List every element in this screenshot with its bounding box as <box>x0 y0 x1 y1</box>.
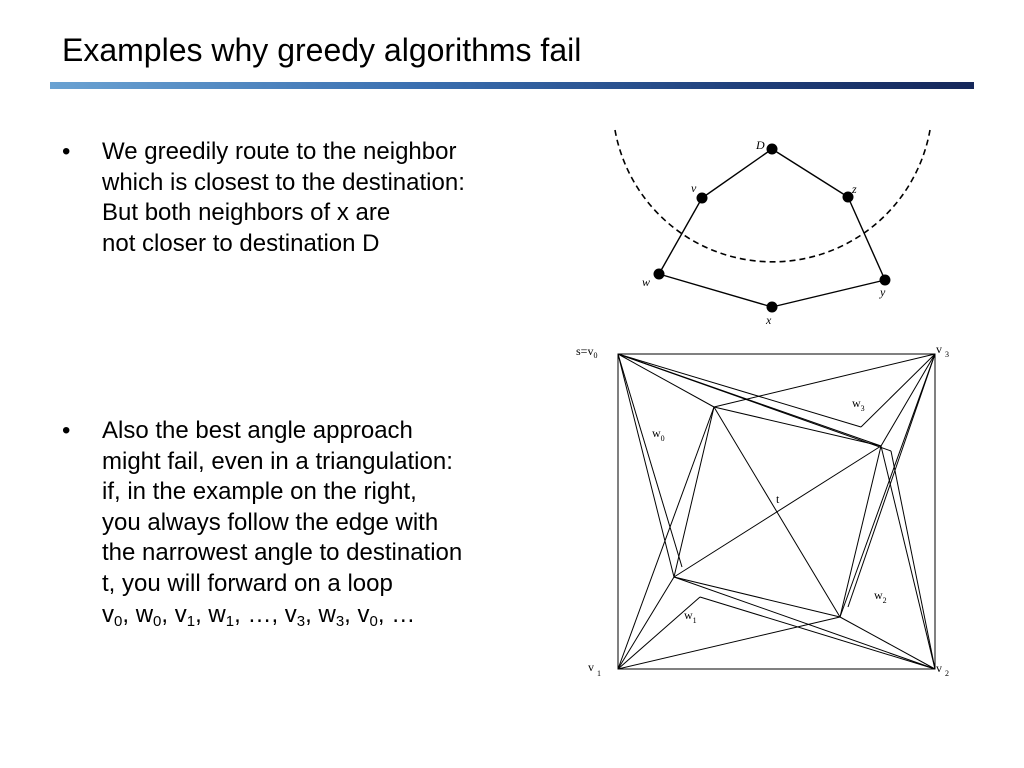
label-w2: w2 <box>874 588 887 605</box>
loop-separator: , <box>344 600 358 628</box>
label-D: D <box>755 138 765 152</box>
loop-separator: , <box>377 600 392 628</box>
edge <box>617 353 715 408</box>
bullet-line: t, you will forward on a loop <box>102 569 393 597</box>
edge <box>673 576 841 618</box>
edge-v-w <box>658 197 703 275</box>
edge <box>617 406 715 670</box>
edge <box>673 445 882 578</box>
edge <box>673 406 715 578</box>
label-z: z <box>851 182 857 196</box>
label-w: w <box>642 275 650 289</box>
node-D <box>766 143 778 155</box>
title-underline-bar <box>50 82 974 89</box>
bullet-line: not closer to destination D <box>102 229 380 257</box>
bullet-text: We greedily route to the neighbor which … <box>102 137 552 259</box>
loop-separator: , <box>122 600 136 628</box>
loop-item: w0 <box>135 600 162 630</box>
edge <box>617 616 841 670</box>
edge-z-y <box>847 196 886 281</box>
dashed-circle-arc <box>614 129 931 263</box>
edge <box>880 445 936 670</box>
bullet-line: the narrowest angle to destination <box>102 539 463 567</box>
edge <box>713 353 936 408</box>
edge <box>890 450 936 670</box>
bullet-line: if, in the example on the right, <box>102 478 417 506</box>
edge-y-x <box>771 279 886 308</box>
loop-item: v0 <box>102 600 123 630</box>
edge <box>617 353 675 578</box>
loop-sequence: v0, w0, v1, w1, …, v3, w3, v0, … <box>102 600 552 631</box>
loop-item: … <box>247 600 272 628</box>
edge <box>839 616 936 670</box>
bullet-line: might fail, even in a triangulation: <box>102 447 453 475</box>
edge <box>699 596 936 670</box>
loop-separator: , <box>161 600 175 628</box>
loop-separator: , <box>271 600 285 628</box>
label-w3: w3 <box>852 396 865 413</box>
edge-D-v <box>701 148 773 199</box>
label-v: v <box>691 181 697 195</box>
bullet-line: you always follow the edge with <box>102 508 439 536</box>
edge-w-x <box>658 273 773 308</box>
edge <box>860 353 936 428</box>
loop-item: v0 <box>357 600 378 630</box>
node-w <box>653 268 665 280</box>
edge-D-z <box>771 148 849 198</box>
slide-title: Examples why greedy algorithms fail <box>62 32 582 68</box>
edge <box>617 353 892 452</box>
bullet-text: Also the best angle approach might fail,… <box>102 416 552 630</box>
greedy-distance-diagram: D v z w y x <box>614 129 931 327</box>
edge <box>617 596 701 670</box>
edge <box>839 353 936 618</box>
loop-item: w1 <box>208 600 235 630</box>
label-t: t <box>776 492 780 506</box>
label-w1: w1 <box>684 608 697 625</box>
edge <box>880 353 936 447</box>
edge <box>847 353 936 608</box>
loop-item: … <box>391 600 416 628</box>
loop-item: v1 <box>174 600 196 630</box>
node-y <box>879 274 891 286</box>
bullet-line: We greedily route to the neighbor <box>102 138 457 165</box>
bullet-line: But both neighbors of x are <box>102 199 391 227</box>
bullet-line: which is closest to the destination: <box>102 168 465 196</box>
edge <box>673 576 936 670</box>
label-x: x <box>765 313 772 327</box>
loop-separator: , <box>195 600 209 628</box>
edge <box>617 576 675 670</box>
edge <box>617 353 683 568</box>
bullet-symbol: • <box>62 138 71 165</box>
edge <box>839 445 882 618</box>
edge <box>617 353 862 428</box>
bullet-line: Also the best angle approach <box>102 417 413 444</box>
bullet-symbol: • <box>62 417 71 444</box>
label-y: y <box>879 285 886 299</box>
label-w0: w0 <box>652 426 665 443</box>
loop-separator: , <box>234 600 248 628</box>
node-v <box>696 192 708 204</box>
node-z <box>842 191 854 203</box>
loop-item: w3 <box>318 600 345 630</box>
loop-item: v3 <box>284 600 306 630</box>
label-s-v0: s=v0 <box>576 344 597 360</box>
edge <box>713 406 882 447</box>
node-x <box>766 301 778 313</box>
loop-separator: , <box>305 600 319 628</box>
